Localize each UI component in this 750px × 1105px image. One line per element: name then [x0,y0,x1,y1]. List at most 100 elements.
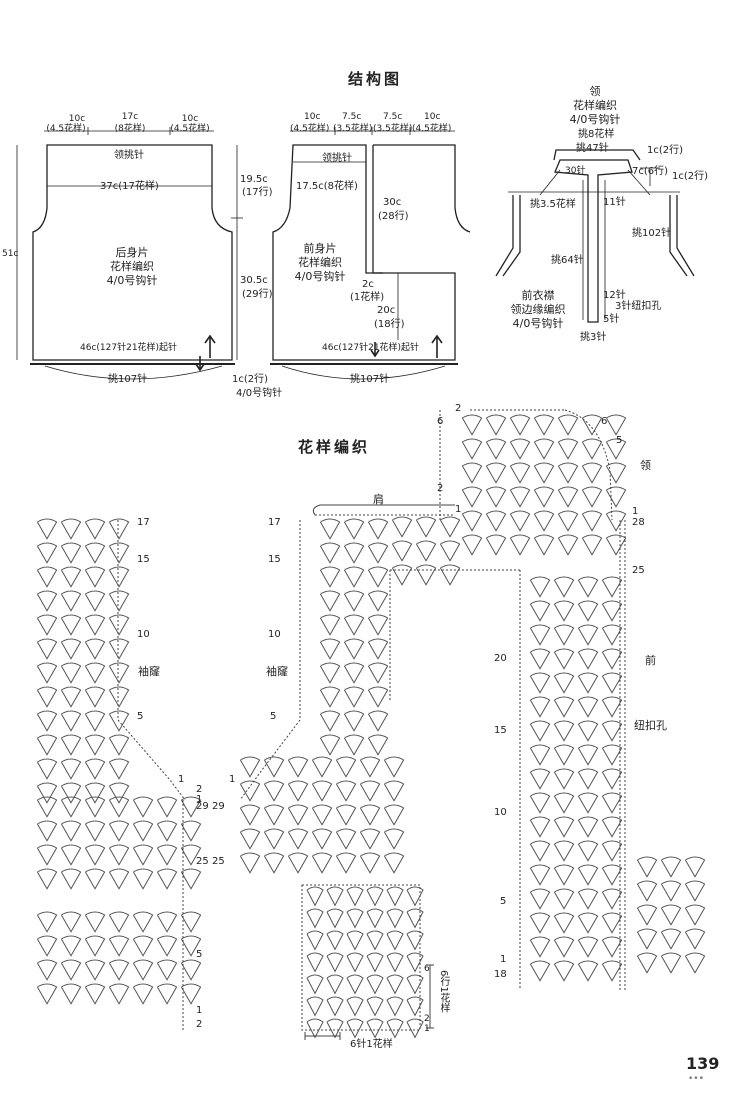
fan-stitch [509,510,531,532]
fan-stitch [60,710,82,732]
fan-stitch [36,686,58,708]
collar-outline [553,149,641,161]
fan-stitch [326,974,344,995]
fan-stitch [132,911,154,933]
fan-stitch [439,540,461,562]
fan-stitch [601,768,623,790]
fan-stitch [343,710,365,732]
collar-e3: 7c(6行) [632,166,669,177]
fan-stitch [239,852,261,874]
repeat-row-6: 6 [424,964,430,974]
fan-stitch [660,880,682,902]
row-10-mid: 10 [268,629,281,640]
fan-stitch [311,828,333,850]
front-piece-outline [272,144,456,361]
fan-stitch [439,516,461,538]
fan-stitch [108,844,130,866]
back-lower: 30.5c [240,275,268,286]
back-top-right: 10c [181,114,199,124]
fan-stitch [553,840,575,862]
fan-stitch [319,638,341,660]
fan-stitch [84,983,106,1005]
fan-stitch [346,974,364,995]
front-cast-on: 46c(127针21花样)起针 [322,343,420,353]
fan-stitch [84,911,106,933]
fan-stitch [326,908,344,929]
fan-stitch [359,804,381,826]
fan-stitch [529,864,551,886]
fan-stitch [335,804,357,826]
fan-stitch [553,768,575,790]
fan-stitch [383,828,405,850]
front-width: 17.5c(8花样) [296,181,358,192]
fan-stitch [306,1018,324,1039]
row-2-bottom: 2 [196,1019,203,1030]
fan-stitch [367,734,389,756]
front-gap-sub: (1花样) [350,292,385,303]
fan-stitch [461,510,483,532]
fan-stitch [529,576,551,598]
repeat-rows-label: 6行1花样 [438,970,449,1013]
fan-stitch [108,820,130,842]
fan-stitch [577,696,599,718]
fan-stitch [406,1018,424,1039]
collar-title: 领 [589,85,601,98]
fan-stitch [529,936,551,958]
front-edge-hook: 4/0号钩针 [236,388,283,399]
fan-stitch [601,816,623,838]
armhole-label-mid: 袖窿 [266,665,288,678]
fan-stitch [36,782,58,804]
fan-stitch [461,486,483,508]
fan-stitch [343,518,365,540]
front-h20: 20c [377,305,396,316]
fan-stitch [346,886,364,907]
fan-stitch [415,516,437,538]
row-20-front: 20 [494,653,507,664]
fan-stitch [367,518,389,540]
fan-stitch [156,959,178,981]
row-15-front: 15 [494,725,507,736]
fan-stitch [581,462,603,484]
fan-stitch [366,952,384,973]
front-edge: 1c(2行) [232,374,269,385]
fan-stitch [36,935,58,957]
front-pick: 挑107针 [350,374,390,385]
fan-stitch [156,911,178,933]
fan-stitch [60,662,82,684]
edge-hook: 4/0号钩针 [512,317,564,330]
fan-stitch [529,624,551,646]
collar-pick47: 挑47针 [576,143,609,154]
fan-stitch [605,438,627,460]
fan-stitch [36,710,58,732]
row-10-front: 10 [494,807,507,818]
fan-stitch [156,868,178,890]
fan-stitch [367,662,389,684]
back-piece-outline [32,144,233,361]
fan-stitch [108,710,130,732]
fan-stitch [581,414,603,436]
fan-stitch [601,672,623,694]
fan-stitch [180,796,202,818]
back-side-total: 51c [2,249,19,259]
fan-stitch [60,638,82,660]
fan-stitch [529,648,551,670]
row-1-right: 1 [632,506,639,517]
fan-stitch [180,820,202,842]
row-17-left: 17 [137,517,150,528]
fan-stitch [306,974,324,995]
collar-sts12: 12针 [603,290,626,301]
fan-stitch [84,590,106,612]
fan-stitch [406,974,424,995]
fan-stitch [581,438,603,460]
front-top-1: 10c [304,112,321,122]
collar-v30: 30针 [565,166,586,176]
fan-stitch [84,710,106,732]
fan-stitch [485,438,507,460]
fan-stitch [326,886,344,907]
fan-stitch [601,696,623,718]
fan-stitch [36,614,58,636]
fan-stitch [84,758,106,780]
fan-stitch [553,888,575,910]
fan-stitch [263,756,285,778]
fan-stitch [636,928,658,950]
